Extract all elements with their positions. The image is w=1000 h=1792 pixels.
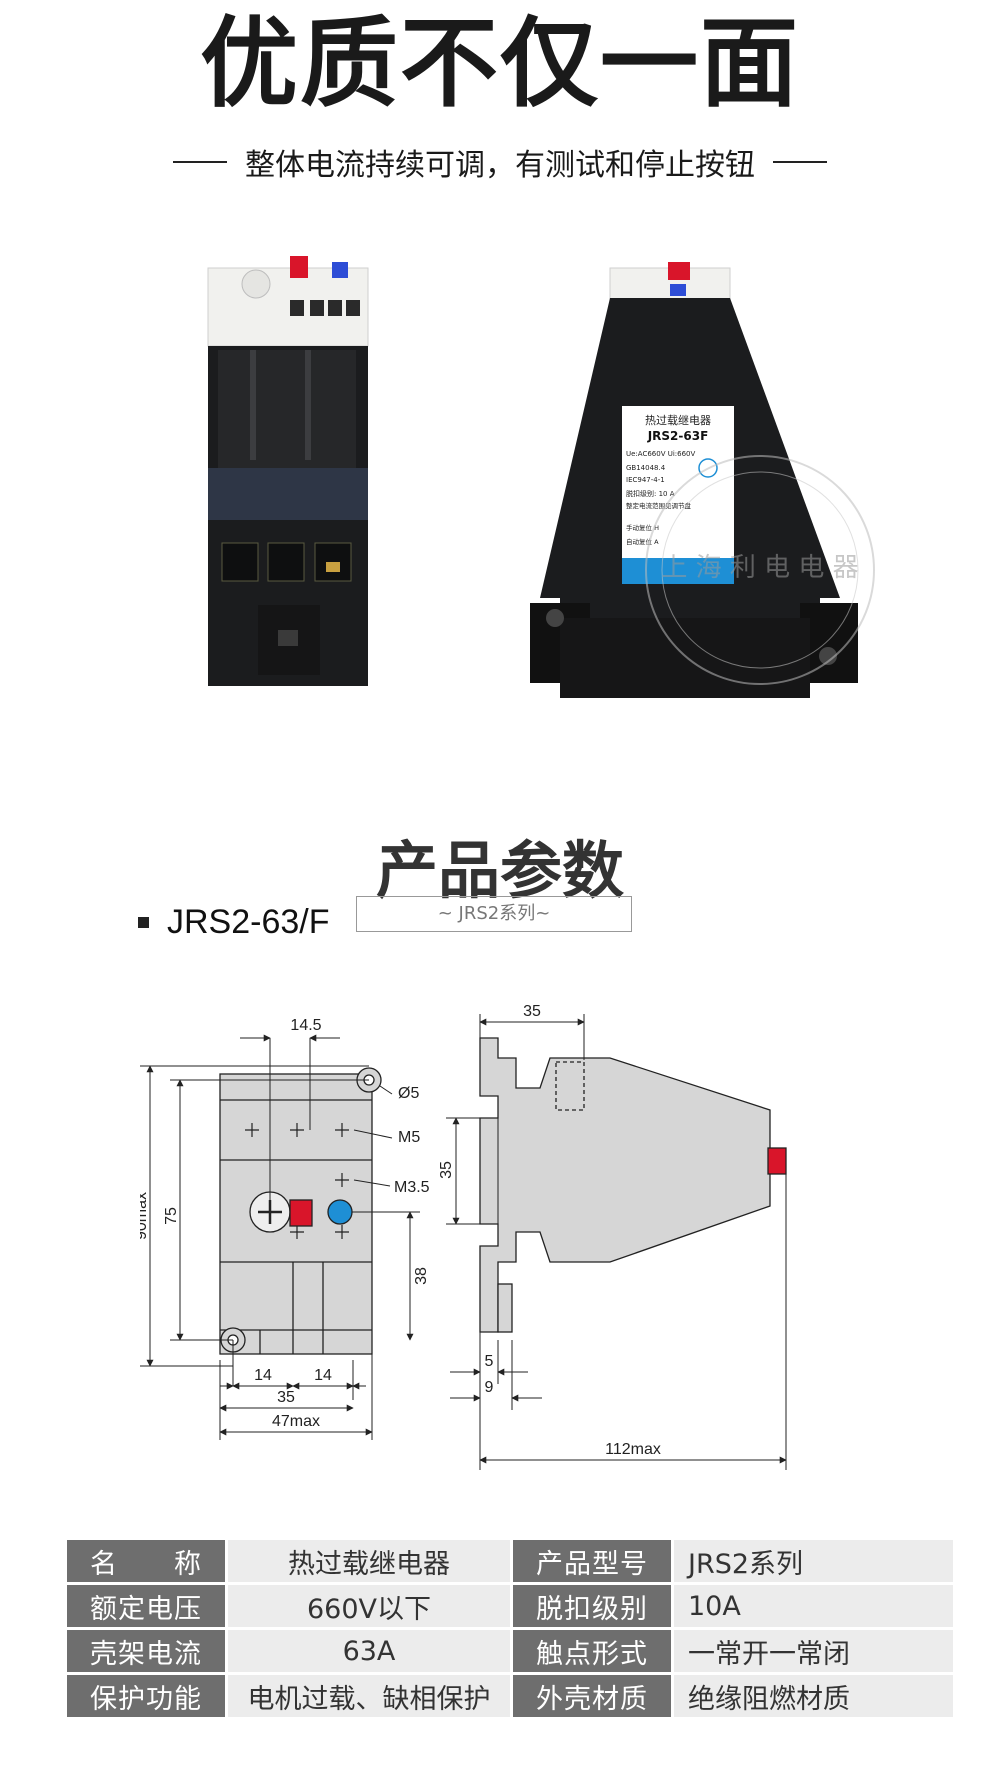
dim-side-top: 35 bbox=[523, 1003, 541, 1020]
spec-value: 热过载继电器 bbox=[228, 1540, 510, 1582]
model-label: JRS2-63/F bbox=[167, 903, 330, 941]
subline: 整体电流持续可调，有测试和停止按钮 bbox=[0, 140, 1000, 184]
left-dash bbox=[173, 161, 227, 163]
spec-value: 绝缘阻燃材质 bbox=[674, 1675, 953, 1717]
drawing-stop-button bbox=[327, 1199, 353, 1225]
dim-hole: Ø5 bbox=[398, 1085, 419, 1102]
dim-side-35: 35 bbox=[438, 1161, 455, 1179]
spec-key: 产品型号 bbox=[513, 1540, 671, 1582]
dim-9: 9 bbox=[485, 1379, 494, 1396]
spec-value: 10A bbox=[674, 1585, 953, 1627]
product-front-photo bbox=[207, 256, 369, 686]
table-row: 壳架电流 63A 触点形式 一常开一常闭 bbox=[67, 1630, 953, 1672]
table-row: 保护功能 电机过载、缺相保护 外壳材质 绝缘阻燃材质 bbox=[67, 1675, 953, 1717]
bullet-icon bbox=[138, 917, 149, 928]
dim-14a: 14 bbox=[254, 1367, 272, 1384]
dim-width-max: 47max bbox=[272, 1413, 320, 1430]
dim-front-top: 14.5 bbox=[290, 1017, 321, 1034]
dim-35: 35 bbox=[277, 1389, 295, 1406]
svg-text:热过载继电器: 热过载继电器 bbox=[645, 414, 711, 427]
spec-key: 保护功能 bbox=[67, 1675, 225, 1717]
svg-text:脱扣级别: 10 A: 脱扣级别: 10 A bbox=[626, 489, 675, 498]
spec-key: 额定电压 bbox=[67, 1585, 225, 1627]
spec-value: 电机过载、缺相保护 bbox=[228, 1675, 510, 1717]
dim-height: 75 bbox=[163, 1207, 180, 1225]
svg-text:自动复位 A: 自动复位 A bbox=[626, 537, 659, 546]
dim-m5: M5 bbox=[398, 1129, 420, 1146]
dim-14b: 14 bbox=[314, 1367, 332, 1384]
dim-m35: M3.5 bbox=[394, 1179, 430, 1196]
certification-icon bbox=[698, 458, 718, 478]
model-row: JRS2-63/F bbox=[138, 903, 330, 942]
spec-value: 660V以下 bbox=[228, 1585, 510, 1627]
svg-text:IEC947-4-1: IEC947-4-1 bbox=[626, 476, 665, 484]
headline: 优质不仅一面 bbox=[199, 7, 800, 121]
right-dash bbox=[773, 161, 827, 163]
watermark-seal: 上 海 利 电 电 器 bbox=[645, 455, 875, 685]
svg-text:GB14048.4: GB14048.4 bbox=[626, 464, 666, 472]
svg-text:手动复位 H: 手动复位 H bbox=[626, 523, 659, 532]
table-row: 额定电压 660V以下 脱扣级别 10A bbox=[67, 1585, 953, 1627]
params-title: 产品参数 bbox=[375, 834, 624, 907]
drawing-test-button bbox=[289, 1199, 313, 1227]
dim-height-max: 90max bbox=[140, 1192, 150, 1240]
subline-text: 整体电流持续可调，有测试和停止按钮 bbox=[245, 148, 755, 183]
svg-text:JRS2-63F: JRS2-63F bbox=[647, 429, 709, 443]
product-side-photo: 热过载继电器 JRS2-63F Ue:AC660V Ui:660V GB1404… bbox=[530, 262, 875, 698]
side-test-button bbox=[767, 1147, 787, 1175]
spec-key: 脱扣级别 bbox=[513, 1585, 671, 1627]
product-label: 热过载继电器 JRS2-63F Ue:AC660V Ui:660V GB1404… bbox=[622, 406, 734, 584]
spec-key: 触点形式 bbox=[513, 1630, 671, 1672]
spec-key: 壳架电流 bbox=[67, 1630, 225, 1672]
svg-text:整定电流范围见调节盘: 整定电流范围见调节盘 bbox=[626, 501, 692, 510]
spec-key: 名 称 bbox=[67, 1540, 225, 1582]
table-row: 名 称 热过载继电器 产品型号 JRS2系列 bbox=[67, 1540, 953, 1582]
dimension-drawing: 14.5 Ø5 M5 M3.5 90max 75 38 14 14 35 47m… bbox=[140, 1003, 787, 1470]
spec-key: 外壳材质 bbox=[513, 1675, 671, 1717]
dim-38: 38 bbox=[413, 1267, 430, 1285]
front-view bbox=[219, 1067, 382, 1355]
series-box: ~ JRS2系列~ bbox=[356, 896, 632, 932]
spec-value: 63A bbox=[228, 1630, 510, 1672]
side-dimensions bbox=[446, 1014, 787, 1470]
spec-table: 名 称 热过载继电器 产品型号 JRS2系列 额定电压 660V以下 脱扣级别 … bbox=[64, 1537, 956, 1720]
svg-text:上 海 利 电 电 器: 上 海 利 电 电 器 bbox=[661, 553, 858, 583]
dim-length-max: 112max bbox=[605, 1441, 661, 1458]
side-view bbox=[479, 1037, 787, 1333]
spec-value: 一常开一常闭 bbox=[674, 1630, 953, 1672]
svg-text:Ue:AC660V Ui:660V: Ue:AC660V Ui:660V bbox=[626, 450, 696, 458]
dim-5: 5 bbox=[485, 1353, 494, 1370]
spec-value: JRS2系列 bbox=[674, 1540, 953, 1582]
test-button bbox=[290, 256, 308, 278]
front-dimensions bbox=[140, 1034, 420, 1440]
stop-button bbox=[332, 262, 348, 278]
